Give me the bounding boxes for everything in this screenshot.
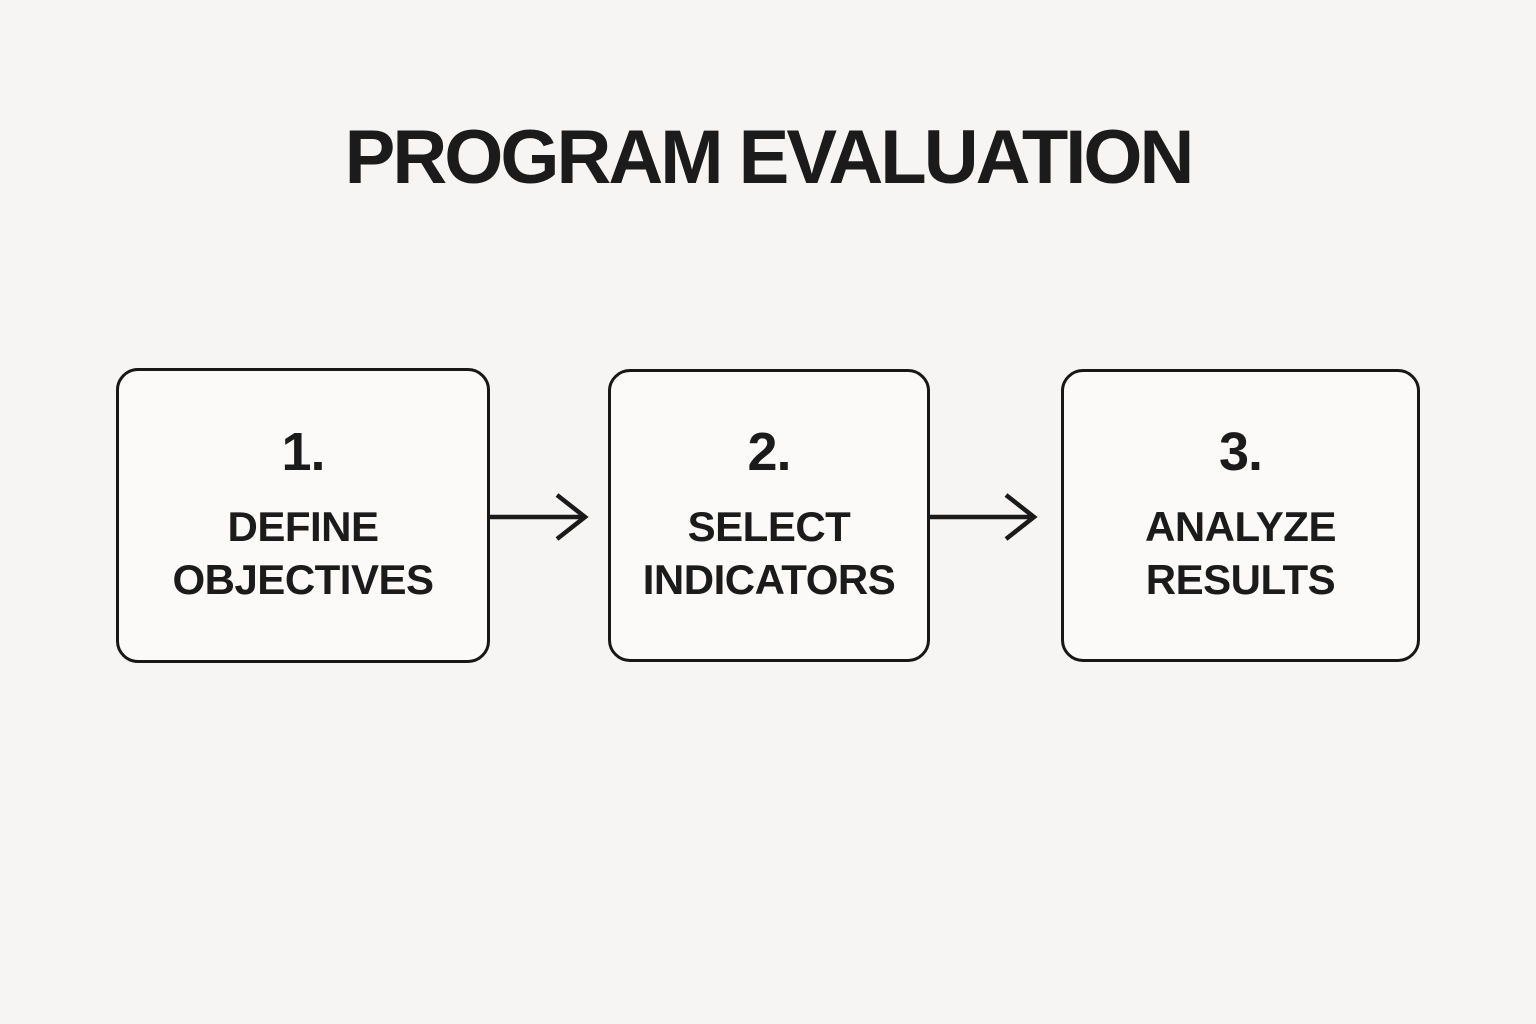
step-label-line: INDICATORS — [642, 555, 896, 603]
step-number: 2. — [747, 421, 791, 482]
step-number: 1. — [281, 421, 325, 482]
step-box-define-objectives: 1. DEFINE OBJECTIVES — [116, 368, 490, 663]
step-label: ANALYZE RESULTS — [1145, 501, 1336, 607]
arrow-right-icon — [489, 492, 591, 542]
step-label-line: OBJECTIVES — [172, 555, 434, 603]
step-box-select-indicators: 2. SELECT INDICATORS — [608, 369, 930, 662]
step-label-line: RESULTS — [1145, 555, 1336, 603]
step-box-analyze-results: 3. ANALYZE RESULTS — [1061, 369, 1420, 662]
arrow-right-icon — [928, 492, 1040, 542]
diagram-title: PROGRAM EVALUATION — [344, 115, 1195, 200]
step-label-line: ANALYZE — [1145, 502, 1336, 550]
step-label-line: SELECT — [687, 502, 851, 550]
step-label: SELECT INDICATORS — [642, 501, 896, 607]
step-label-line: DEFINE — [227, 502, 379, 550]
step-label: DEFINE OBJECTIVES — [172, 501, 434, 607]
step-number: 3. — [1218, 421, 1263, 482]
